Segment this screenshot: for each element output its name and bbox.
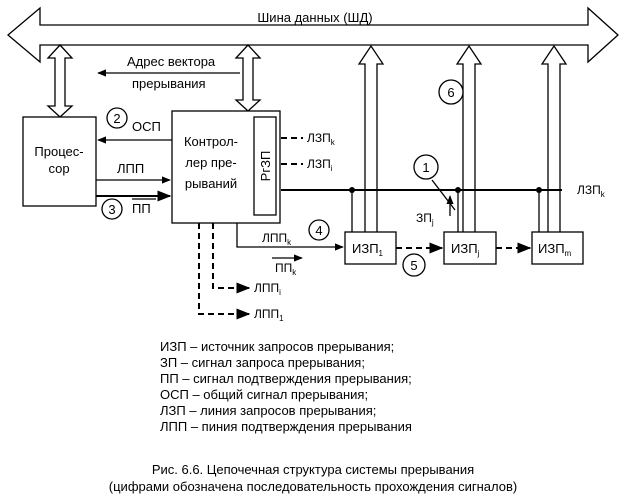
step-label-1: 1: [422, 160, 429, 175]
lpp-i-line: [212, 223, 251, 294]
step-label-3: 3: [108, 202, 115, 217]
data-bus-label: Шина данных (ШД): [257, 10, 372, 25]
legend-line-1: ИЗП – источник запросов прерывания;: [160, 339, 394, 354]
legend-line-5: ЛЗП – линия запросов прерывания;: [160, 403, 376, 418]
pp-label: ПП: [132, 201, 151, 216]
legend-line-3: ПП – сигнал подтверждения прерывания;: [160, 371, 412, 386]
step-marker-1: [413, 154, 439, 180]
legend-line-2: ЗП – сигнал запроса прерывания;: [160, 355, 365, 370]
source-label-1: ИЗП1: [352, 241, 384, 258]
step-label-5: 5: [410, 258, 417, 273]
source-label-j: ИЗПj: [451, 241, 480, 258]
vector-address-label-1: Адрес вектора: [127, 54, 216, 69]
data-bus: [6, 6, 619, 64]
source-box-m: [531, 231, 584, 265]
source-1-bus-arrow: [357, 44, 385, 232]
caption-line-1: Рис. 6.6. Цепочечная структура системы п…: [152, 462, 474, 477]
lzp-k-main-label: ЛЗПk: [577, 183, 606, 199]
step-marker-5: [402, 253, 426, 277]
caption-line-2: (цифрами обозначена последовательность п…: [109, 479, 517, 494]
processor-label-1: Процес-: [34, 144, 83, 159]
lpp-1-label: ЛПП1: [254, 307, 284, 323]
processor-bus-arrow: [46, 44, 74, 118]
step-label-6: 6: [447, 85, 454, 100]
zp-label: ЗПj: [416, 211, 434, 227]
controller-bus-arrow: [234, 44, 262, 112]
lpp-label: ЛПП: [117, 161, 144, 176]
controller-label-1: Контрол-: [184, 134, 238, 149]
controller-label-2: лер пре-: [185, 155, 237, 170]
step-marker-4: [308, 219, 330, 241]
lpp-1-line: [198, 223, 251, 320]
request-register-label: РгЗП: [258, 151, 273, 182]
step-marker-3: [101, 198, 123, 220]
legend-line-6: ЛПП – пиния подтверждения прерывания: [160, 419, 412, 434]
step-marker-6: [438, 79, 464, 105]
step-marker-2: [106, 107, 128, 129]
lpp-i-label: ЛППi: [254, 281, 281, 297]
source-m-bus-arrow: [540, 44, 568, 232]
step-label-2: 2: [113, 111, 120, 126]
processor-label-2: сор: [48, 161, 69, 176]
source-j-bus-arrow: [455, 44, 483, 232]
controller-label-3: рываний: [185, 176, 237, 191]
osp-label: ОСП: [132, 119, 161, 134]
step-label-4: 4: [315, 223, 322, 238]
pp-k-label: ППk: [275, 261, 297, 277]
lzp-k-top-label: ЛЗПk: [307, 131, 336, 147]
vector-address-label-2: прерывания: [132, 76, 206, 91]
request-register-box: [253, 116, 277, 216]
legend-line-4: ОСП – общий сигнал прерывания;: [160, 387, 368, 402]
lpp-k-label: ЛППk: [262, 231, 292, 247]
lpp-k-line: [236, 223, 344, 251]
source-label-m: ИЗПm: [538, 241, 572, 258]
source-box-1: [344, 231, 397, 265]
step-1-leader: [431, 179, 456, 211]
lzp-i-label: ЛЗПi: [307, 157, 333, 173]
processor-box: [22, 116, 97, 207]
